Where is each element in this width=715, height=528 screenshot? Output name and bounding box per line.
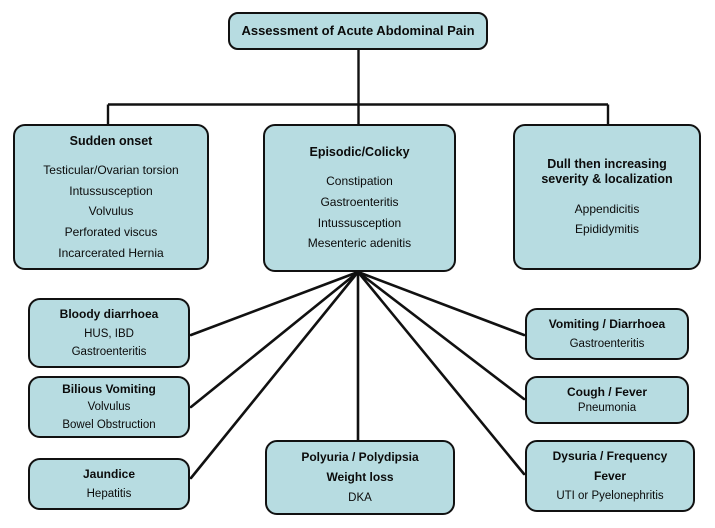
list-item: Testicular/Ovarian torsion xyxy=(43,163,179,178)
list-item: Incarcerated Hernia xyxy=(58,245,164,260)
node-polyuria-polydipsia[interactable]: Polyuria / Polydipsia Weight loss DKA xyxy=(265,440,455,515)
list-item: HUS, IBD xyxy=(84,327,134,340)
list-item: Perforated viscus xyxy=(64,224,158,239)
connector-episodic-to-bilious xyxy=(189,270,360,409)
node-jaundice[interactable]: Jaundice Hepatitis xyxy=(28,458,190,510)
list-item: Mesenteric adenitis xyxy=(307,236,412,251)
list-item: Intussusception xyxy=(69,183,153,198)
node-episodic-colicky[interactable]: Episodic/Colicky Constipation Gastroente… xyxy=(263,124,456,272)
list-item: Epididymitis xyxy=(574,222,640,237)
list-item: Gastroenteritis xyxy=(320,195,399,209)
list-item: DKA xyxy=(348,492,372,505)
list-item: Pneumonia xyxy=(577,401,637,414)
node-dull-increasing[interactable]: Dull then increasing severity & localiza… xyxy=(513,124,701,270)
node-dysuria-heading-line1: Dysuria / Frequency xyxy=(552,449,668,464)
list-item: UTI or Pyelonephritis xyxy=(556,489,664,502)
node-vomiting-diarrhoea-list: Gastroenteritis xyxy=(570,337,645,351)
node-bloody-diarrhoea[interactable]: Bloody diarrhoea HUS, IBD Gastroenteriti… xyxy=(28,298,190,368)
node-bloody-diarrhoea-heading: Bloody diarrhoea xyxy=(59,307,159,322)
node-polyuria-heading-line2: Weight loss xyxy=(326,470,394,485)
node-polyuria-heading-line1: Polyuria / Polydipsia xyxy=(301,449,419,464)
node-cough-fever-heading: Cough / Fever xyxy=(566,385,647,400)
connector-episodic-to-cough xyxy=(356,270,526,401)
node-episodic-colicky-list: Constipation Gastroenteritis Intussuscep… xyxy=(308,174,411,251)
list-item: Gastroenteritis xyxy=(569,337,645,350)
node-sudden-onset-heading: Sudden onset xyxy=(69,133,153,148)
list-item: Volvulus xyxy=(88,204,134,219)
node-sudden-onset[interactable]: Sudden onset Testicular/Ovarian torsion … xyxy=(13,124,209,270)
node-dull-increasing-list: Appendicitis Epididymitis xyxy=(575,202,640,237)
node-bloody-diarrhoea-list: HUS, IBD Gastroenteritis xyxy=(72,327,147,359)
node-dull-increasing-heading-line1: Dull then increasing xyxy=(547,157,667,172)
connector-episodic-to-bloody xyxy=(189,270,360,337)
list-item: Bowel Obstruction xyxy=(62,419,156,432)
node-dysuria-heading-line2: Fever xyxy=(593,468,627,483)
node-bilious-vomiting-list: Volvulus Bowel Obstruction xyxy=(62,400,155,432)
node-bilious-vomiting-heading: Bilious Vomiting xyxy=(62,381,156,396)
node-bilious-vomiting[interactable]: Bilious Vomiting Volvulus Bowel Obstruct… xyxy=(28,376,190,438)
list-item: Appendicitis xyxy=(574,201,640,216)
node-vomiting-diarrhoea-heading: Vomiting / Diarrhoea xyxy=(548,317,666,332)
list-item: Gastroenteritis xyxy=(71,345,147,358)
connector-episodic-to-vomiting xyxy=(356,270,526,337)
node-episodic-colicky-heading: Episodic/Colicky xyxy=(309,145,410,160)
node-cough-fever-list: Pneumonia xyxy=(578,401,636,415)
list-item: Intussusception xyxy=(317,215,402,230)
node-root-assessment[interactable]: Assessment of Acute Abdominal Pain xyxy=(228,12,488,50)
node-jaundice-list: Hepatitis xyxy=(87,487,132,501)
node-sudden-onset-list: Testicular/Ovarian torsion Intussuscepti… xyxy=(43,163,178,260)
list-item: Volvulus xyxy=(87,401,131,414)
node-dysuria-list: UTI or Pyelonephritis xyxy=(556,489,663,503)
node-vomiting-diarrhoea[interactable]: Vomiting / Diarrhoea Gastroenteritis xyxy=(525,308,689,360)
list-item: Constipation xyxy=(326,174,393,189)
node-cough-fever[interactable]: Cough / Fever Pneumonia xyxy=(525,376,689,424)
node-dull-increasing-heading-line2: severity & localization xyxy=(541,172,673,187)
node-jaundice-heading: Jaundice xyxy=(82,467,136,482)
node-root-title: Assessment of Acute Abdominal Pain xyxy=(241,23,475,39)
node-polyuria-list: DKA xyxy=(348,491,372,505)
list-item: Hepatitis xyxy=(86,487,132,500)
node-dysuria-frequency-fever[interactable]: Dysuria / Frequency Fever UTI or Pyelone… xyxy=(525,440,695,512)
